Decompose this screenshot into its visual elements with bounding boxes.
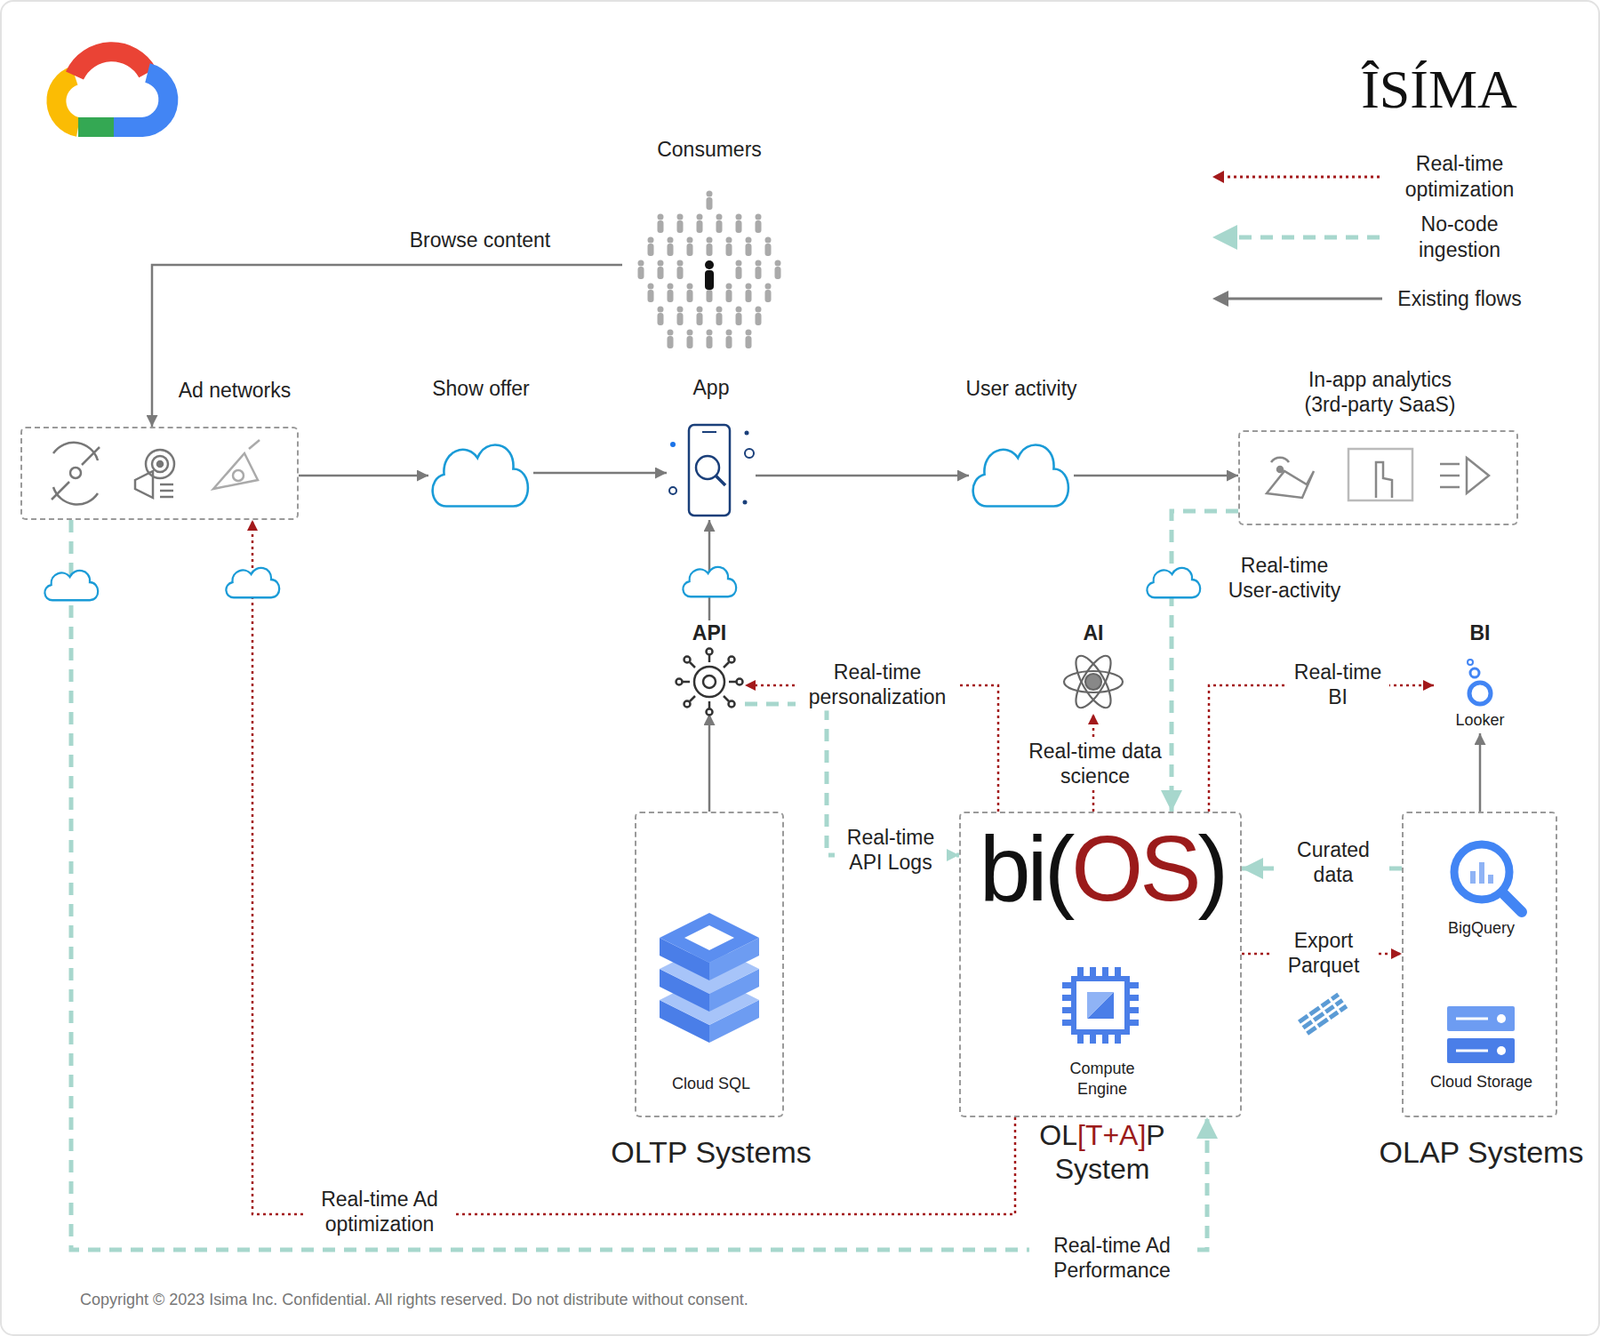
node-heading: OLAP Systems — [1379, 1133, 1584, 1172]
copyright-note: Copyright © 2023 Isima Inc. Confidential… — [80, 1290, 749, 1310]
edge-label: Real-time personalization — [795, 659, 960, 711]
edge-label: Export Parquet — [1272, 928, 1376, 979]
node-label: BI — [1470, 620, 1491, 647]
analytics-icons — [1266, 448, 1489, 501]
legend-text: Existing flows — [1392, 286, 1527, 312]
google-cloud-logo — [56, 51, 168, 128]
node-label: AI — [1083, 620, 1104, 647]
node-label: Compute Engine — [1053, 1058, 1152, 1099]
node-label: API — [692, 620, 727, 647]
small-clouds — [44, 567, 1200, 600]
edge-label: Real-time BI — [1286, 659, 1390, 711]
service-node: Cloud Storage — [1412, 991, 1551, 1103]
node-heading: OLTP Systems — [610, 1133, 811, 1172]
compute-engine-icon — [1066, 971, 1135, 1040]
service-node: Compute Engine — [1048, 964, 1156, 1112]
node-heading: In-app analytics (3rd-party SaaS) — [1284, 367, 1476, 419]
bi-node: BI Looker — [1433, 620, 1527, 734]
connector — [708, 713, 712, 812]
app-icon — [669, 424, 754, 516]
node-heading: User activity — [965, 376, 1077, 402]
node-label: Cloud Storage — [1430, 1072, 1533, 1093]
crowd-node: Consumers — [622, 133, 797, 363]
api-node: API — [673, 620, 745, 714]
service-node: BigQuery — [1416, 831, 1546, 956]
legend-text: Real-time optimization — [1392, 151, 1527, 203]
cloud-sql-icon — [659, 912, 760, 1043]
looker-icon — [1467, 659, 1491, 704]
cloud-storage-icon — [1447, 1006, 1515, 1064]
connector — [1479, 733, 1482, 812]
connector — [755, 474, 969, 478]
node-label: Looker — [1455, 710, 1504, 731]
edge-label: Browse content — [407, 227, 554, 255]
legend-text: No-code ingestion — [1392, 211, 1527, 264]
node-label: Consumers — [656, 136, 762, 163]
system-box: OLTP SystemsCloud SQL — [634, 811, 784, 1118]
system-box: bi(OS)OL[T+A]P SystemCompute Engine — [959, 811, 1242, 1118]
ai-icon — [1064, 650, 1123, 712]
group-box: Ad networks — [20, 426, 299, 520]
edge-label: Real-time API Logs — [834, 824, 947, 876]
connector — [533, 472, 667, 475]
parquet-icon — [1296, 989, 1350, 1038]
group-box: In-app analytics (3rd-party SaaS) — [1238, 430, 1519, 526]
system-box: OLAP SystemsBigQueryCloud Storage — [1401, 811, 1558, 1118]
node-heading: Show offer — [432, 376, 530, 402]
node-label: BigQuery — [1448, 918, 1515, 939]
app-node: App — [666, 422, 756, 520]
cloud-node: Show offer — [428, 440, 534, 508]
node-heading: Ad networks — [178, 377, 292, 404]
connector — [152, 264, 623, 427]
legend-samples — [1212, 170, 1383, 307]
bigquery-icon — [1454, 844, 1522, 912]
edge-label: Real-time data science — [1025, 738, 1165, 790]
node-label: Cloud SQL — [672, 1073, 751, 1095]
connector — [298, 474, 429, 478]
cloud-node: User activity — [968, 440, 1074, 508]
node-heading: App — [693, 375, 730, 401]
edge-label: Real-time Ad Performance — [1029, 1232, 1195, 1284]
cloud-shape — [968, 440, 1074, 508]
company-logo: ÎSÍMA — [1360, 57, 1518, 121]
api-icon — [676, 648, 744, 716]
edge-label: Real-time Ad optimization — [304, 1186, 456, 1238]
crowd-illustration — [638, 191, 782, 350]
product-logo-text: bi(OS) — [979, 822, 1225, 915]
ad-network-icons — [51, 440, 260, 505]
edge-label: Real-time User-activity — [1210, 552, 1359, 604]
connector — [71, 520, 1208, 1250]
edge-label: Curated data — [1281, 837, 1385, 888]
service-node: Cloud SQL — [648, 866, 774, 1107]
connector — [252, 520, 1016, 1215]
connector — [1073, 474, 1239, 478]
cloud-shape — [428, 440, 534, 508]
node-heading: OL[T+A]P System — [1013, 1118, 1192, 1187]
ai-node: AI — [1057, 620, 1129, 714]
